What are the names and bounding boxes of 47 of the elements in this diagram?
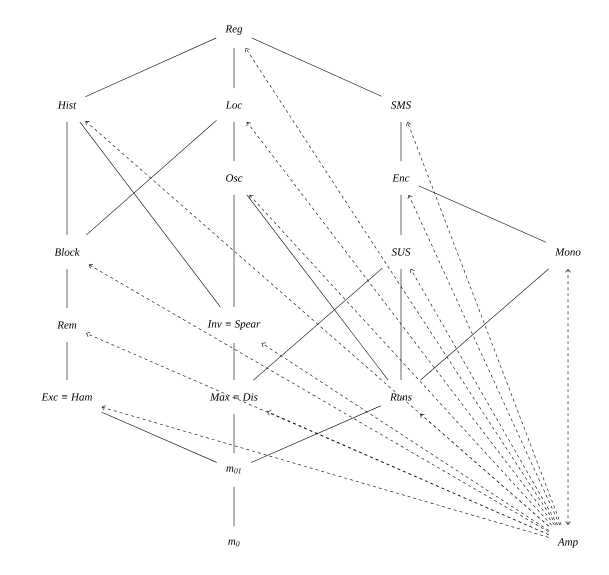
node-label: Mono — [555, 248, 581, 256]
node-label: Exc ≡ Ham — [41, 393, 92, 401]
line — [400, 268, 402, 380]
node-label: Osc — [226, 174, 242, 182]
line — [253, 268, 383, 380]
node-label: Rem — [57, 321, 76, 329]
line — [251, 38, 382, 97]
node-label: Amp — [557, 538, 578, 548]
dashed-arrow — [410, 268, 558, 526]
line — [101, 412, 218, 463]
line — [66, 342, 68, 380]
dashed-arrow — [267, 410, 550, 535]
dashed-arrow — [406, 122, 562, 526]
node-label: m$_{0}$ — [228, 540, 240, 546]
node-label: Runs — [390, 393, 412, 401]
node-label: m$_{01}$ — [226, 466, 241, 474]
line — [400, 122, 402, 162]
node-label: Reg — [225, 25, 242, 35]
line — [66, 268, 68, 308]
dashed-arrow — [86, 332, 550, 535]
line — [80, 122, 221, 308]
line — [66, 122, 68, 236]
node-label: Max ≡ Dis — [210, 393, 258, 401]
node-label: SMS — [391, 101, 411, 109]
line — [246, 194, 388, 380]
line — [86, 120, 217, 236]
line — [420, 268, 549, 380]
node-label: Inv ≡ Spear — [208, 320, 260, 330]
node-label: SUS — [392, 248, 410, 256]
node-label: Block — [54, 248, 80, 256]
dashed-arrow — [85, 120, 550, 527]
line — [250, 406, 382, 463]
line — [418, 186, 546, 243]
dashed-arrow — [262, 342, 550, 531]
line — [400, 194, 402, 236]
node-label: Hist — [58, 101, 76, 109]
dashed-arrow — [408, 194, 560, 526]
dashed-arrow — [249, 194, 552, 526]
dashed-arrow — [565, 268, 571, 525]
line — [85, 38, 217, 98]
node-label: Loc — [226, 101, 242, 109]
node-label: Enc — [392, 174, 410, 182]
dashed-arrow — [102, 405, 550, 538]
dashed-arrow — [420, 414, 550, 526]
dashed-arrow — [245, 48, 557, 526]
dashed-arrow — [246, 122, 555, 526]
dashed-arrow — [88, 264, 550, 532]
